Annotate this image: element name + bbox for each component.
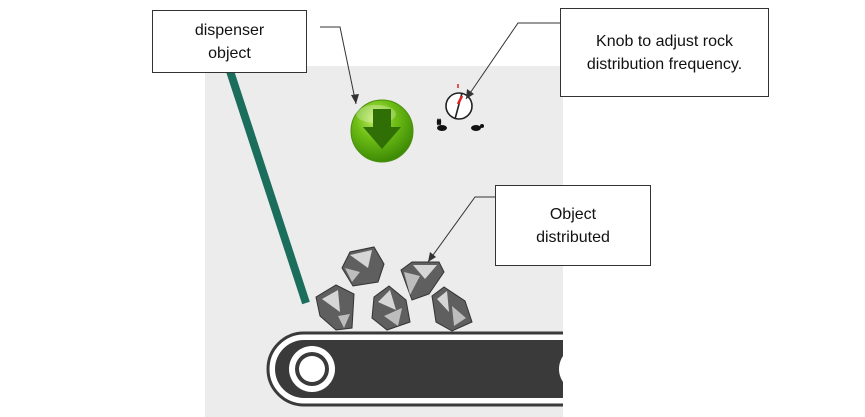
callout-dispenser-object: dispenser object bbox=[152, 10, 307, 73]
belt-wheel bbox=[559, 356, 563, 382]
turtle-icon bbox=[471, 124, 484, 131]
rock bbox=[371, 285, 411, 331]
rabbit-icon bbox=[436, 118, 447, 131]
callout-knob: Knob to adjust rock distribution frequen… bbox=[560, 8, 769, 97]
callout-dispenser-line2: object bbox=[208, 44, 251, 62]
callout-knob-line1: Knob to adjust rock bbox=[596, 32, 733, 50]
callout-object-distributed: Object distributed bbox=[495, 185, 651, 266]
callout-leader-lines bbox=[320, 22, 560, 263]
ramp bbox=[225, 66, 310, 305]
callout-arrowheads bbox=[351, 89, 474, 262]
callout-dispenser-line1: dispenser bbox=[194, 21, 265, 39]
callout-object-line2: distributed bbox=[536, 228, 610, 246]
rock bbox=[341, 246, 385, 287]
callout-object-line1: Object bbox=[549, 205, 597, 223]
rock bbox=[431, 286, 473, 332]
rock bbox=[400, 261, 445, 301]
rock bbox=[315, 284, 355, 331]
dispenser-button[interactable] bbox=[350, 99, 414, 163]
down-arrow-icon bbox=[363, 109, 401, 149]
frequency-knob[interactable] bbox=[445, 84, 473, 120]
callout-knob-line2: distribution frequency. bbox=[586, 55, 743, 73]
conveyor-belt bbox=[266, 331, 563, 407]
